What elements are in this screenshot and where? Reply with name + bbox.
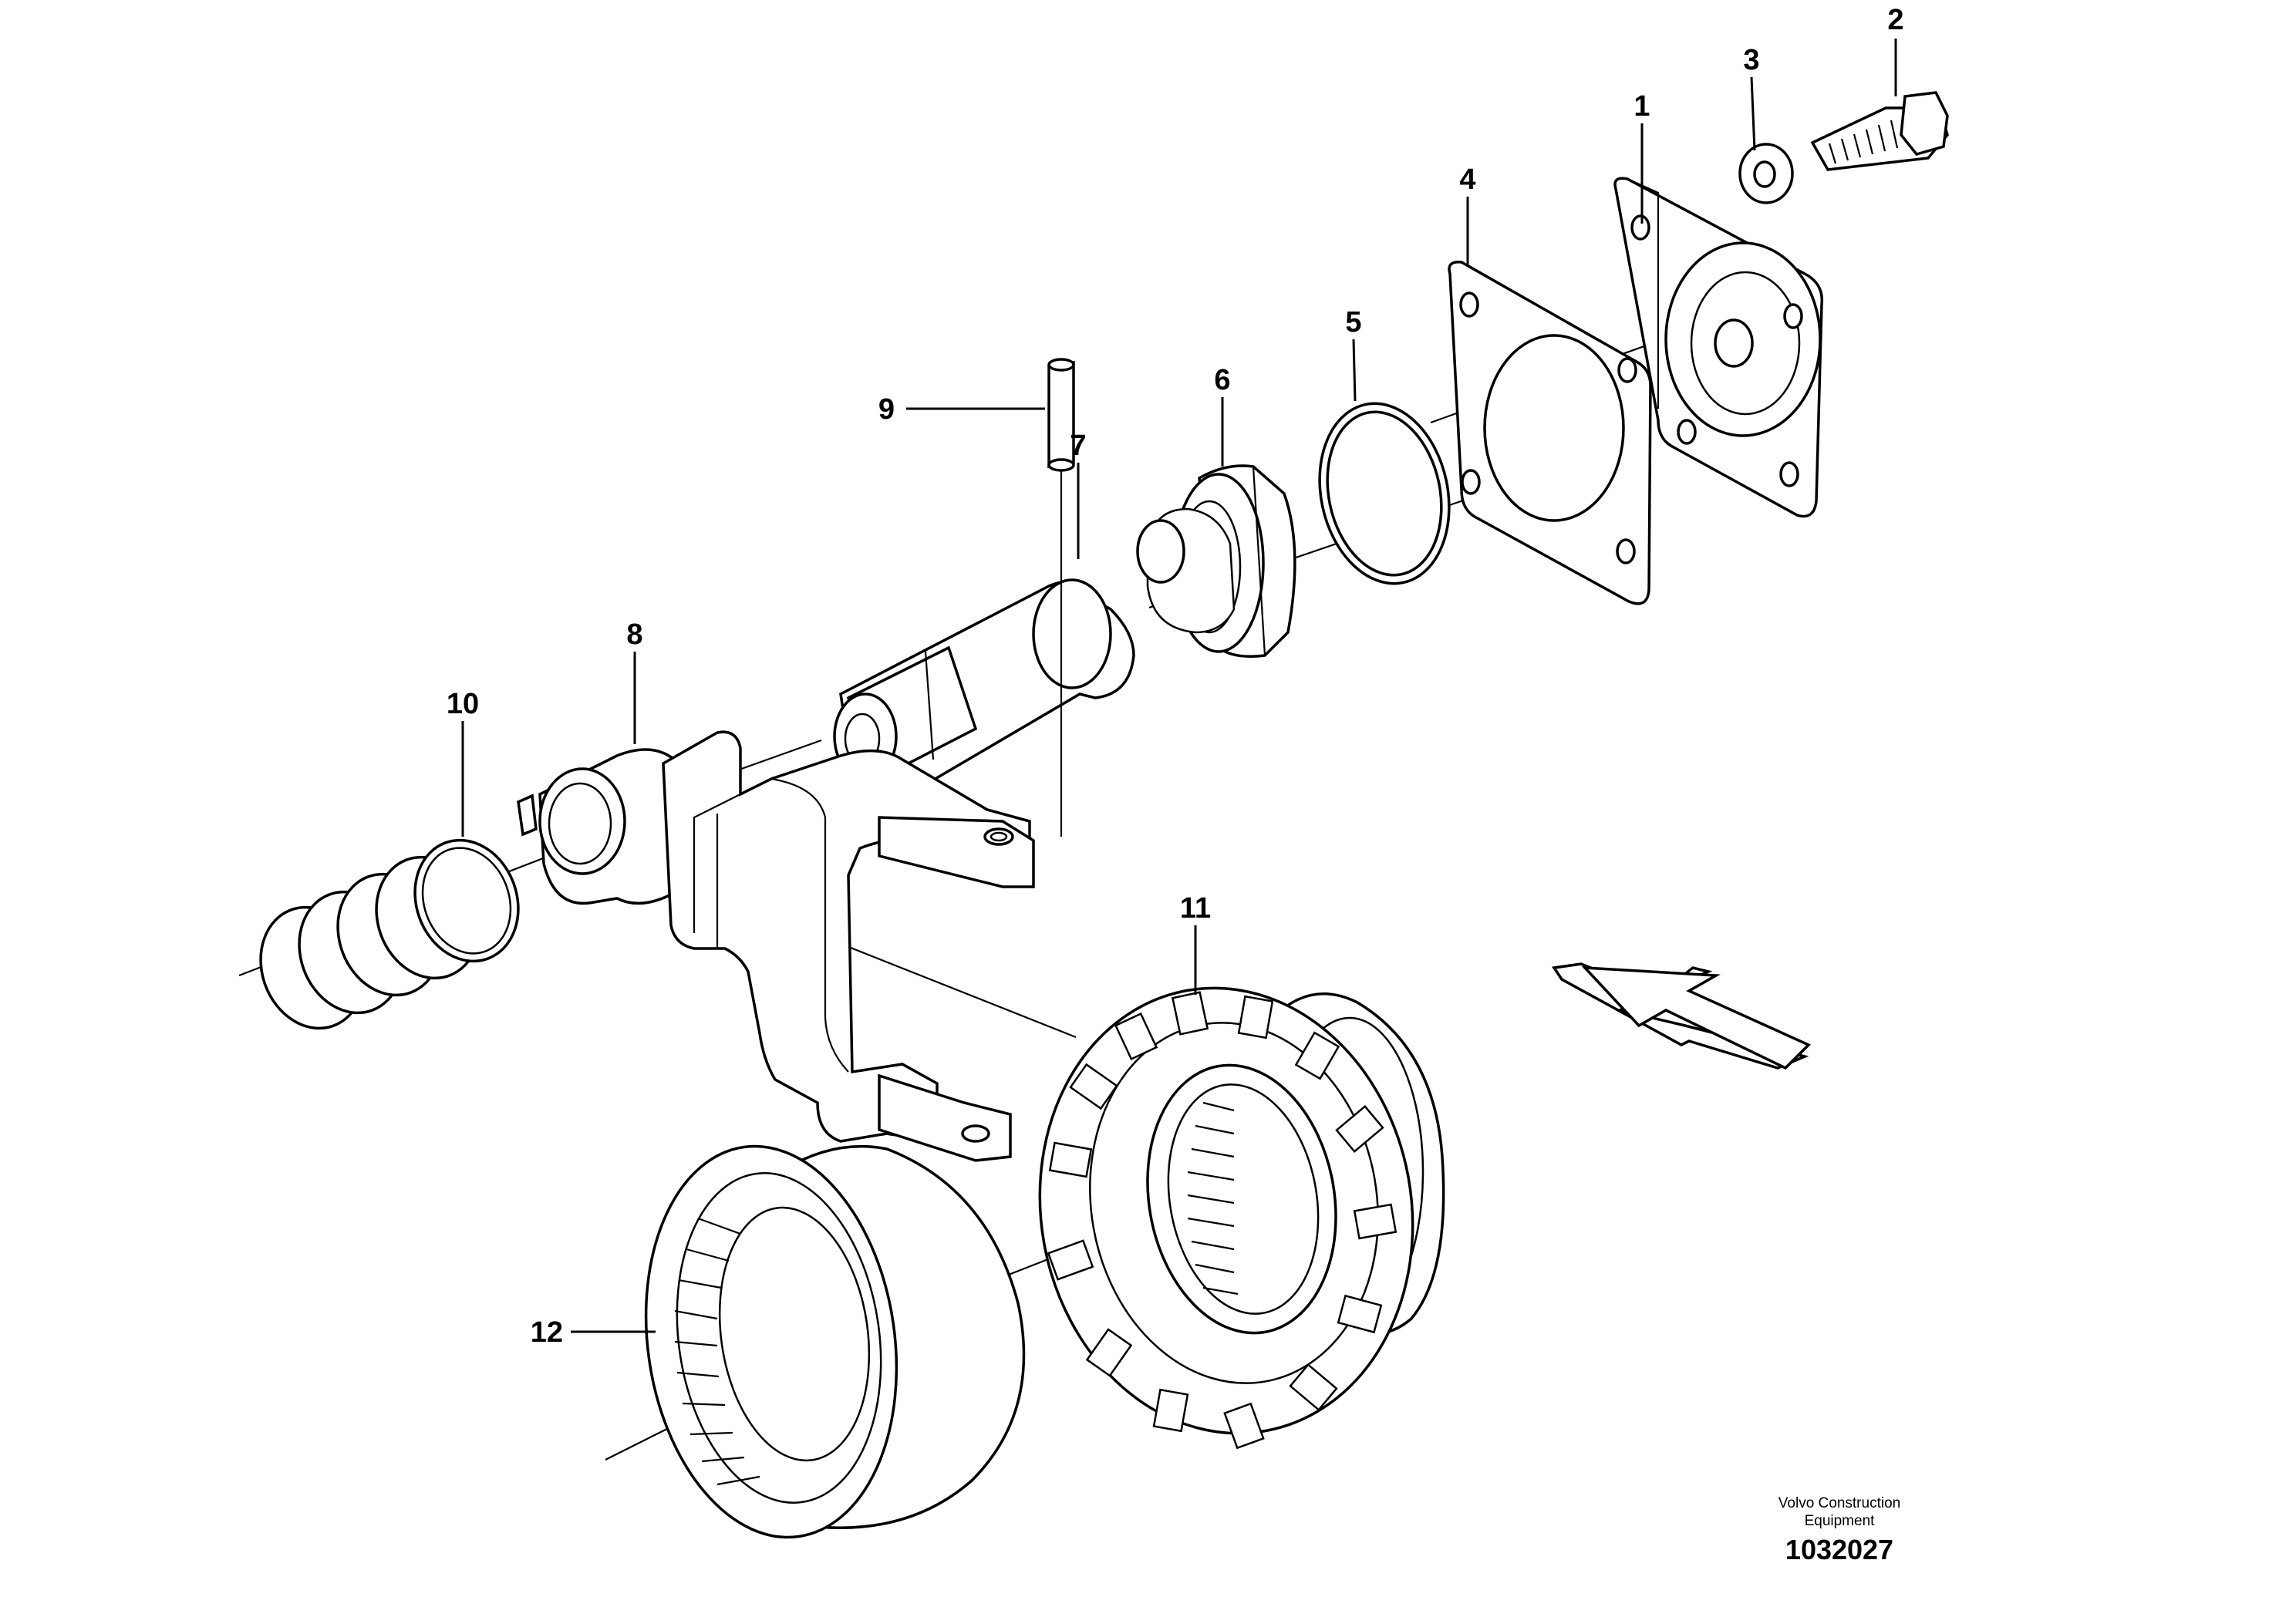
piston-part-6 <box>1136 464 1296 658</box>
cover-plate-part-1 <box>1613 177 1824 518</box>
callout-10: 10 <box>447 688 479 720</box>
credit-block: Volvo Construction Equipment 1032027 <box>1778 1495 1900 1565</box>
direction-arrow-icon <box>1552 962 1812 1070</box>
document-number: 1032027 <box>1785 1534 1893 1565</box>
callout-8: 8 <box>626 618 642 651</box>
callout-3: 3 <box>1743 44 1759 76</box>
callout-leaders <box>461 39 1897 1333</box>
shift-fork-part-8 <box>517 730 1035 1162</box>
callout-4: 4 <box>1459 163 1475 196</box>
callout-9: 9 <box>878 393 895 426</box>
callout-1: 1 <box>1633 90 1650 123</box>
synchronizer-hub-part-11 <box>1038 986 1445 1450</box>
gasket-part-4 <box>1448 261 1652 605</box>
credit-line-1: Volvo Construction <box>1778 1495 1900 1511</box>
callout-2: 2 <box>1887 4 1903 36</box>
callout-6: 6 <box>1214 364 1230 396</box>
callout-7: 7 <box>1070 430 1086 462</box>
sleeve-part-12 <box>644 1144 1026 1539</box>
callout-11: 11 <box>1180 892 1211 925</box>
callout-12: 12 <box>531 1316 563 1349</box>
callout-labels: 1 2 3 4 5 6 7 8 9 10 11 12 <box>447 4 1904 1349</box>
credit-line-2: Equipment <box>1805 1513 1876 1529</box>
bolt-part-2 <box>1810 91 1949 171</box>
pin-part-9 <box>1047 358 1075 837</box>
o-ring-part-5 <box>1318 402 1451 585</box>
callout-5: 5 <box>1345 306 1361 339</box>
spring-part-10 <box>259 838 520 1030</box>
washer-part-3 <box>1738 143 1794 204</box>
